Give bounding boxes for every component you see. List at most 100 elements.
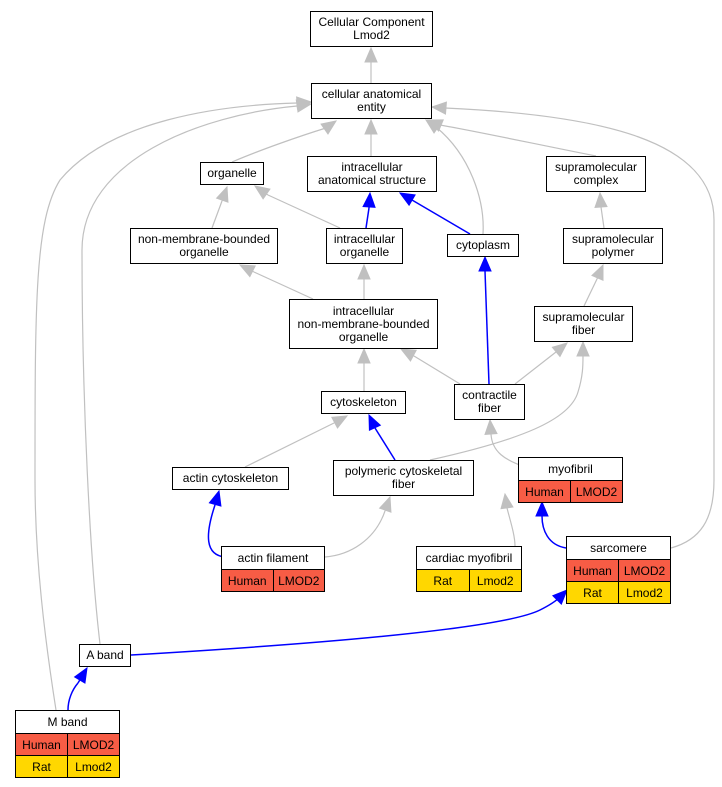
gene-cell: LMOD2 [67,734,119,755]
edge-sarcomere-to-cae-arrowhead [430,101,447,115]
edge-organelle-to-cae [231,127,327,163]
gene-cell: LMOD2 [272,570,325,591]
node-intracellular-non-membrane-bounded-organelle[interactable]: intracellular non-membrane-bounded organ… [289,299,438,349]
node-label: cardiac myofibril [417,547,521,570]
node-non-membrane-bounded-organelle[interactable]: non-membrane-bounded organelle [130,228,278,264]
edge-inmbo-to-io-arrowhead [357,263,371,280]
node-contractile-fiber[interactable]: contractile fiber [454,384,525,420]
edge-cfiber-to-inmbo [413,355,461,385]
edge-actin-cyto-to-cytoskeleton [244,422,335,468]
edge-cardiac-to-myofibril-arrowhead [500,492,514,510]
species-cell: Human [573,563,612,578]
edge-sarcomere-to-cae [444,107,715,549]
edge-aband-to-cae [81,105,298,645]
edge-mband-to-aband-arrowhead [73,666,88,684]
node-label: myofibril [519,458,622,481]
edge-cytoplasm-to-ias-arrowhead [398,192,416,207]
edge-mband-to-cae-arrowhead [296,96,313,110]
edge-cfiber-to-inmbo-arrowhead [399,348,417,362]
edge-organelle-to-cae-tail [324,127,327,130]
edge-inmbo-to-nmbo-arrowhead [238,264,256,278]
gene-cell: Lmod2 [618,582,670,603]
node-label: sarcomere [567,537,670,560]
edge-cae-to-root-arrowhead [364,46,378,63]
edge-aband-to-sarcomere [130,596,561,656]
edge-actin-filament-to-pcf [324,510,386,558]
species-cell: Human [525,484,564,499]
edge-myofibril-to-cfiber-arrowhead [484,418,498,435]
gene-cell: Lmod2 [67,756,119,777]
edge-ias-to-cae-arrowhead [364,118,378,135]
annotation-row-human: Human LMOD2 [16,734,119,755]
node-actin-filament[interactable]: actin filament Human LMOD2 [221,546,325,592]
edge-sarcomere-to-myofibril [541,515,567,549]
edge-cardiac-to-myofibril [506,507,516,547]
edge-mband-to-aband [67,682,79,711]
node-cytoplasm[interactable]: cytoplasm [447,234,519,257]
edge-io-to-organelle [267,194,341,229]
species-cell: Rat [32,759,51,774]
edge-cfiber-to-smf-arrowhead [551,342,568,358]
gene-cell: Lmod2 [468,570,522,591]
annotation-row-rat: Rat Lmod2 [567,581,670,603]
edge-io-to-ias [365,207,370,229]
annotation-row-rat: Rat Lmod2 [16,755,119,777]
edge-cfiber-to-smf [514,351,557,385]
edge-io-to-organelle-tail [266,193,269,196]
edge-organelle-to-cae-arrowhead [320,120,338,135]
species-cell: Human [22,737,61,752]
node-m-band[interactable]: M band Human LMOD2 Rat Lmod2 [15,710,120,778]
node-sarcomere[interactable]: sarcomere Human LMOD2 Rat Lmod2 [566,536,671,604]
edge-smp-to-smc-arrowhead [594,191,608,208]
edge-cytoplasm-to-ias [411,199,471,235]
edge-cytoskeleton-to-inmbo-arrowhead [357,347,371,364]
node-cellular-anatomical-entity[interactable]: cellular anatomical entity [311,83,432,119]
annotation-row-human: Human LMOD2 [567,560,670,581]
edge-io-to-organelle-arrowhead [253,185,271,200]
node-polymeric-cytoskeletal-fiber[interactable]: polymeric cytoskeletal fiber [333,460,474,496]
gene-cell: LMOD2 [618,560,670,581]
edge-pcf-to-cytoskeleton [374,427,396,461]
node-actin-cytoskeleton[interactable]: actin cytoskeleton [172,467,289,490]
edge-myofibril-to-smf [429,355,584,461]
node-myofibril[interactable]: myofibril Human LMOD2 [518,457,623,503]
edge-aband-to-sarcomere-tail [556,596,561,601]
annotation-row-human: Human LMOD2 [222,570,324,591]
node-supramolecular-complex[interactable]: supramolecular complex [546,156,646,192]
node-a-band[interactable]: A band [79,644,131,667]
edge-actin-filament-to-actin-cyto [207,504,226,558]
edge-nmbo-to-organelle [211,200,223,229]
edge-mband-to-cae [34,102,298,711]
node-label: actin filament [222,547,324,570]
edge-cfiber-to-cytoplasm-arrowhead [478,255,492,272]
edge-inmbo-to-nmbo-tail [252,270,255,273]
edge-io-to-ias-arrowhead [362,191,376,208]
node-supramolecular-polymer[interactable]: supramolecular polymer [563,228,663,264]
node-cellular-component[interactable]: Cellular Component Lmod2 [310,11,433,47]
edge-actin-filament-to-actin-cyto-arrowhead [208,489,222,507]
edge-smc-to-cae [439,124,597,157]
node-cytoskeleton[interactable]: cytoskeleton [321,391,406,414]
species-cell: Rat [433,573,453,588]
edge-cfiber-to-cytoplasm [484,270,490,385]
edge-smf-to-smp [583,278,598,307]
node-cardiac-myofibril[interactable]: cardiac myofibril Rat Lmod2 [416,546,522,592]
node-intracellular-organelle[interactable]: intracellular organelle [326,228,403,264]
edge-inmbo-to-nmbo [253,271,314,300]
gene-cell: LMOD2 [570,481,622,502]
edge-cytoplasm-to-cae-arrowhead [424,119,442,134]
edge-nmbo-to-organelle-arrowhead [215,185,229,203]
edge-mband-to-aband-tail [77,679,81,684]
node-organelle[interactable]: organelle [200,162,264,185]
annotation-row-rat: Rat Lmod2 [417,570,521,591]
node-supramolecular-fiber[interactable]: supramolecular fiber [534,306,633,342]
node-intracellular-anatomical-structure[interactable]: intracellular anatomical structure [307,156,437,192]
edge-sarcomere-to-myofibril-arrowhead [535,500,549,517]
edge-actin-filament-to-pcf-arrowhead [378,495,392,513]
edge-actin-cyto-to-cytoskeleton-arrowhead [331,415,349,429]
annotation-row-human: Human LMOD2 [519,481,622,502]
edge-smp-to-smc [600,206,605,229]
edge-myofibril-to-smf-arrowhead [576,340,590,357]
edge-cytoplasm-to-cae-tail [435,126,438,129]
